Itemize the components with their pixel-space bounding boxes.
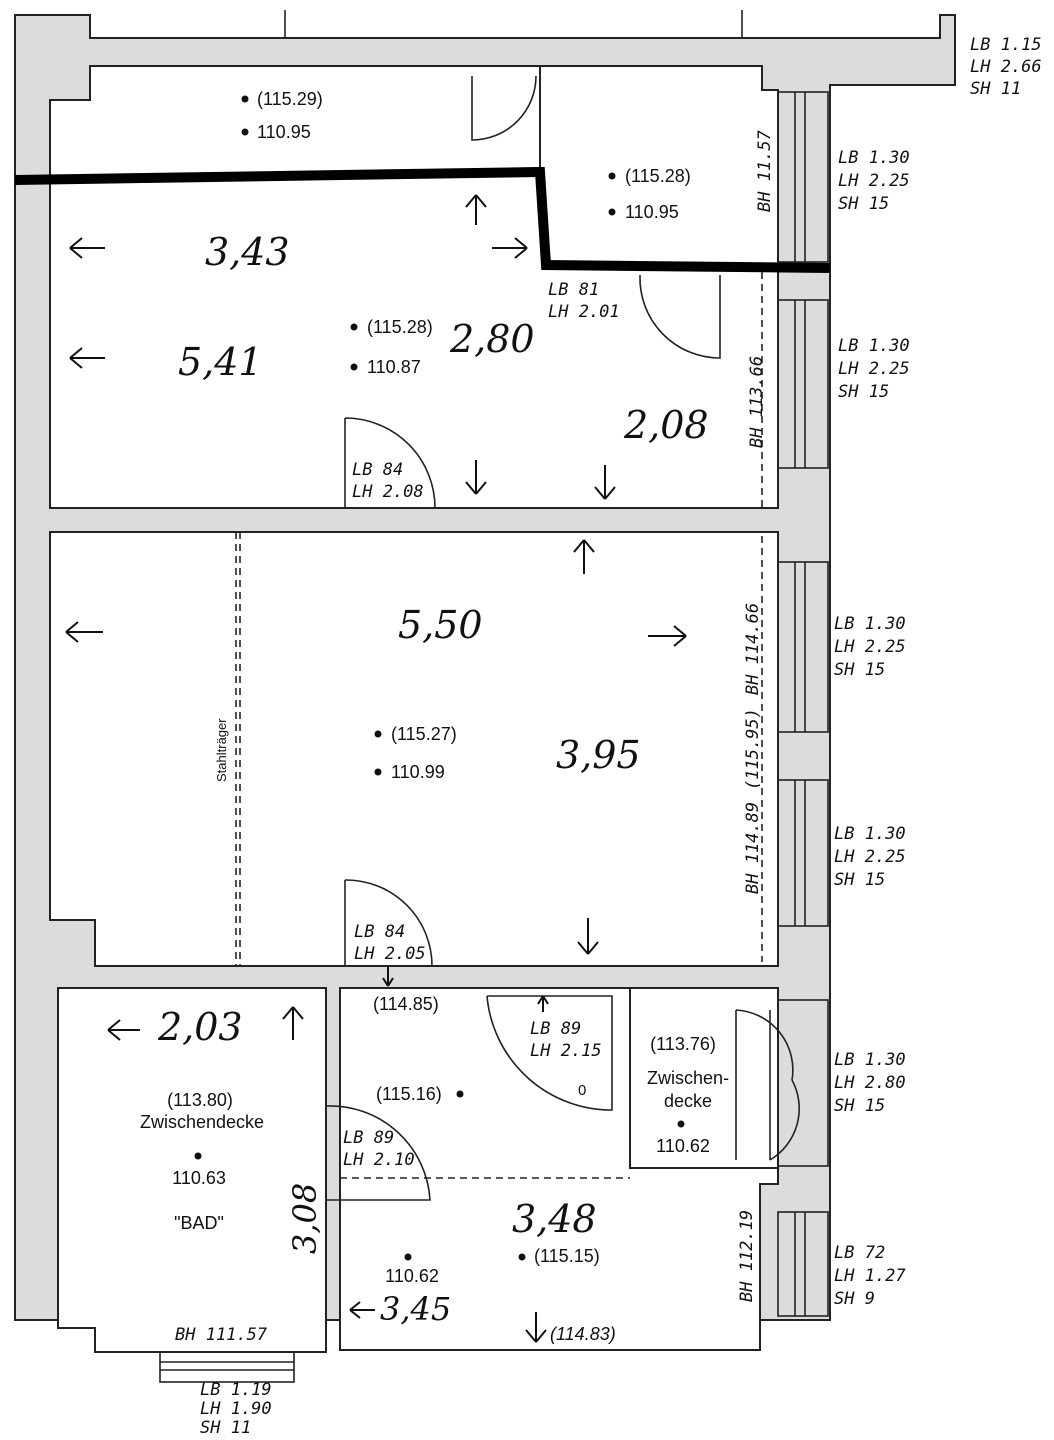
door-swings bbox=[325, 75, 800, 1201]
svg-text:SH 15: SH 15 bbox=[838, 382, 889, 402]
small-room-level-b: 110.95 bbox=[625, 202, 679, 222]
room2-bh-a: BH 114.66 bbox=[743, 603, 763, 695]
room1-side-door-lb: LB 81 bbox=[548, 280, 599, 300]
room1-level-b: 110.87 bbox=[367, 357, 421, 377]
svg-text:LH 2.25: LH 2.25 bbox=[834, 637, 906, 657]
window-spec-3: LB 1.30 LH 2.25 SH 15 bbox=[834, 614, 906, 680]
spec-top-sh: SH 11 bbox=[970, 79, 1021, 99]
room1-dim-length: 5,41 bbox=[178, 340, 263, 384]
window-frames bbox=[159, 91, 829, 1383]
svg-text:LB 1.30: LB 1.30 bbox=[834, 614, 906, 634]
window-spec-1: LB 1.30 LH 2.25 SH 15 bbox=[838, 148, 910, 214]
bath-window-lb: LB 1.19 bbox=[200, 1380, 272, 1400]
window-spec-2: LB 1.30 LH 2.25 SH 15 bbox=[838, 336, 910, 402]
bath-door-lh: LH 2.10 bbox=[343, 1150, 415, 1170]
hall-door-lb: LB 89 bbox=[530, 1019, 581, 1039]
spec-top-lb: LB 1.15 bbox=[970, 35, 1042, 55]
closet-level-b: 110.62 bbox=[656, 1136, 710, 1156]
hall-door-lh: LH 2.15 bbox=[530, 1041, 602, 1061]
level-dots bbox=[194, 95, 685, 1261]
bath-name: "BAD" bbox=[174, 1213, 224, 1233]
svg-text:LH 2.25: LH 2.25 bbox=[838, 359, 910, 379]
window-spec-6: LB 72 LH 1.27 SH 9 bbox=[834, 1243, 906, 1309]
room2-beam-label: Stahlträger bbox=[214, 718, 229, 782]
spec-top-lh: LH 2.66 bbox=[970, 57, 1042, 77]
svg-text:SH 15: SH 15 bbox=[834, 660, 885, 680]
svg-text:LB 1.30: LB 1.30 bbox=[834, 824, 906, 844]
top-room-level-b: 110.95 bbox=[257, 122, 311, 142]
svg-text:LB 72: LB 72 bbox=[834, 1243, 885, 1263]
small-room-bh: BH 11.57 bbox=[755, 129, 775, 212]
room-2 bbox=[49, 531, 779, 967]
bath-door-lb: LB 89 bbox=[343, 1128, 394, 1148]
bath-window-sh: SH 11 bbox=[200, 1418, 251, 1438]
room1-door-lh: LH 2.08 bbox=[352, 482, 424, 502]
room2-level-b: 110.99 bbox=[391, 762, 445, 782]
room2-bh-mid: (115.95) bbox=[743, 708, 763, 790]
bath-dim-width: 2,03 bbox=[157, 1005, 243, 1049]
room1-dim-height: 2,80 bbox=[449, 317, 535, 361]
room2-dim-width: 3,95 bbox=[556, 733, 641, 777]
window-spec-4: LB 1.30 LH 2.25 SH 15 bbox=[834, 824, 906, 890]
room1-dim-small: 2,08 bbox=[623, 403, 709, 447]
svg-text:SH 15: SH 15 bbox=[834, 1096, 885, 1116]
demolition-line bbox=[14, 166, 831, 273]
kitchen-level-a: (115.15) bbox=[534, 1246, 600, 1266]
kitchen-level-bottom: (114.83) bbox=[550, 1324, 616, 1344]
small-room-level-a: (115.28) bbox=[625, 166, 691, 186]
room1-bh: BH 113.66 bbox=[747, 356, 767, 448]
dashed-lines bbox=[57, 272, 763, 1320]
top-room-level-a: (115.29) bbox=[257, 89, 323, 109]
bath-bh: BH 111.57 bbox=[175, 1325, 268, 1345]
svg-text:LH 2.25: LH 2.25 bbox=[838, 171, 910, 191]
room-closet bbox=[629, 987, 779, 1169]
svg-text:LH 1.27: LH 1.27 bbox=[834, 1266, 906, 1286]
bath-window-lh: LH 1.90 bbox=[200, 1399, 272, 1419]
bath-ceiling: Zwischendecke bbox=[140, 1112, 264, 1132]
window-spec-5: LB 1.30 LH 2.80 SH 15 bbox=[834, 1050, 906, 1116]
room1-side-door-lh: LH 2.01 bbox=[548, 302, 620, 322]
hall-level-a: (115.16) bbox=[376, 1084, 442, 1104]
room1-level-a: (115.28) bbox=[367, 317, 433, 337]
svg-text:LB 1.30: LB 1.30 bbox=[838, 148, 910, 168]
room2-door-lh: LH 2.05 bbox=[354, 944, 426, 964]
bath-level-b: 110.63 bbox=[172, 1168, 226, 1188]
kitchen-dim-length: 3,45 bbox=[380, 1290, 451, 1328]
closet-ceiling-1: Zwischen- bbox=[647, 1068, 729, 1088]
svg-text:SH 15: SH 15 bbox=[834, 870, 885, 890]
room1-dim-width: 3,43 bbox=[205, 230, 290, 274]
svg-text:LH 2.80: LH 2.80 bbox=[834, 1073, 906, 1093]
svg-text:LB 1.30: LB 1.30 bbox=[834, 1050, 906, 1070]
room1-door-lb: LB 84 bbox=[352, 460, 403, 480]
closet-ceiling-2: decke bbox=[664, 1091, 712, 1111]
room2-dim-length: 5,50 bbox=[398, 603, 483, 647]
bath-dim-length: 3,08 bbox=[286, 1183, 324, 1254]
arrows bbox=[65, 194, 687, 1343]
room-bath bbox=[57, 987, 327, 1353]
hall-level-top: (114.85) bbox=[373, 994, 439, 1014]
bath-level-a: (113.80) bbox=[167, 1090, 233, 1110]
hall-door-mark: 0 bbox=[578, 1082, 586, 1099]
room2-level-a: (115.27) bbox=[391, 724, 457, 744]
svg-text:LB 1.30: LB 1.30 bbox=[838, 336, 910, 356]
kitchen-level-b: 110.62 bbox=[385, 1266, 439, 1286]
kitchen-dim-width: 3,48 bbox=[512, 1197, 597, 1241]
kitchen-bh: BH 112.19 bbox=[737, 1210, 757, 1302]
room2-door-lb: LB 84 bbox=[354, 922, 405, 942]
svg-text:SH 9: SH 9 bbox=[834, 1289, 875, 1309]
svg-text:SH 15: SH 15 bbox=[838, 194, 889, 214]
svg-text:LH 2.25: LH 2.25 bbox=[834, 847, 906, 867]
room2-bh-b: BH 114.89 bbox=[743, 802, 763, 894]
room-shapes bbox=[49, 65, 779, 1353]
closet-level-a: (113.76) bbox=[650, 1034, 716, 1054]
